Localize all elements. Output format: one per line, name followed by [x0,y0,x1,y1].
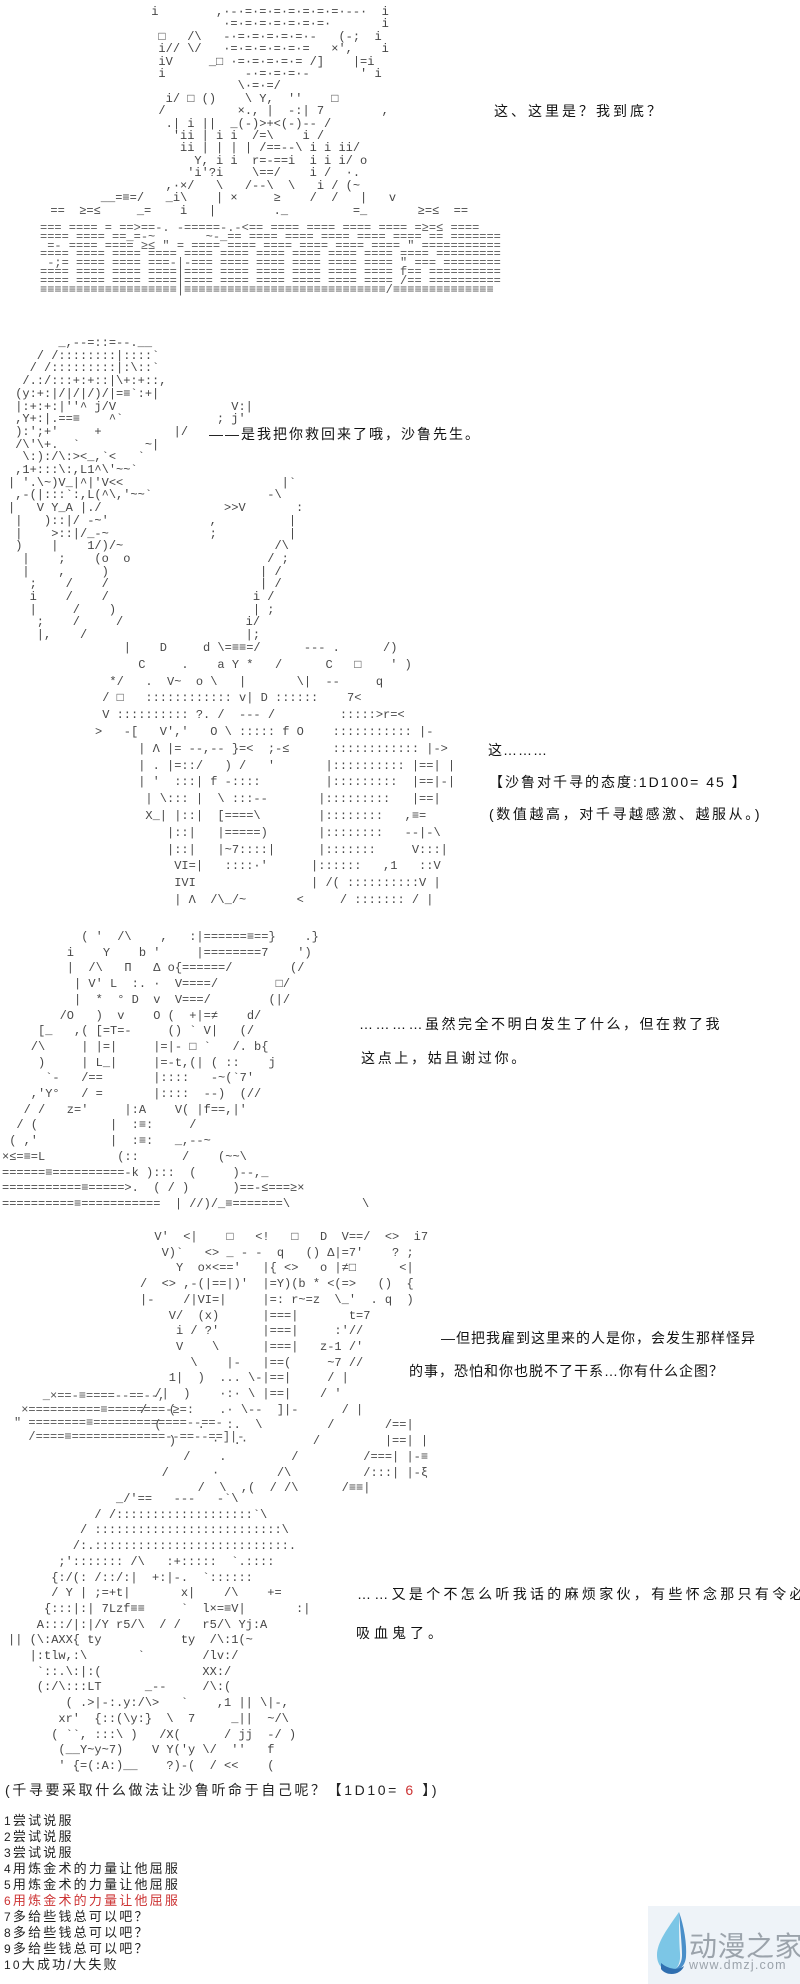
svg-text:www.dmzj.com: www.dmzj.com [688,1958,787,1972]
svg-text:动漫之家: 动漫之家 [689,1931,800,1962]
